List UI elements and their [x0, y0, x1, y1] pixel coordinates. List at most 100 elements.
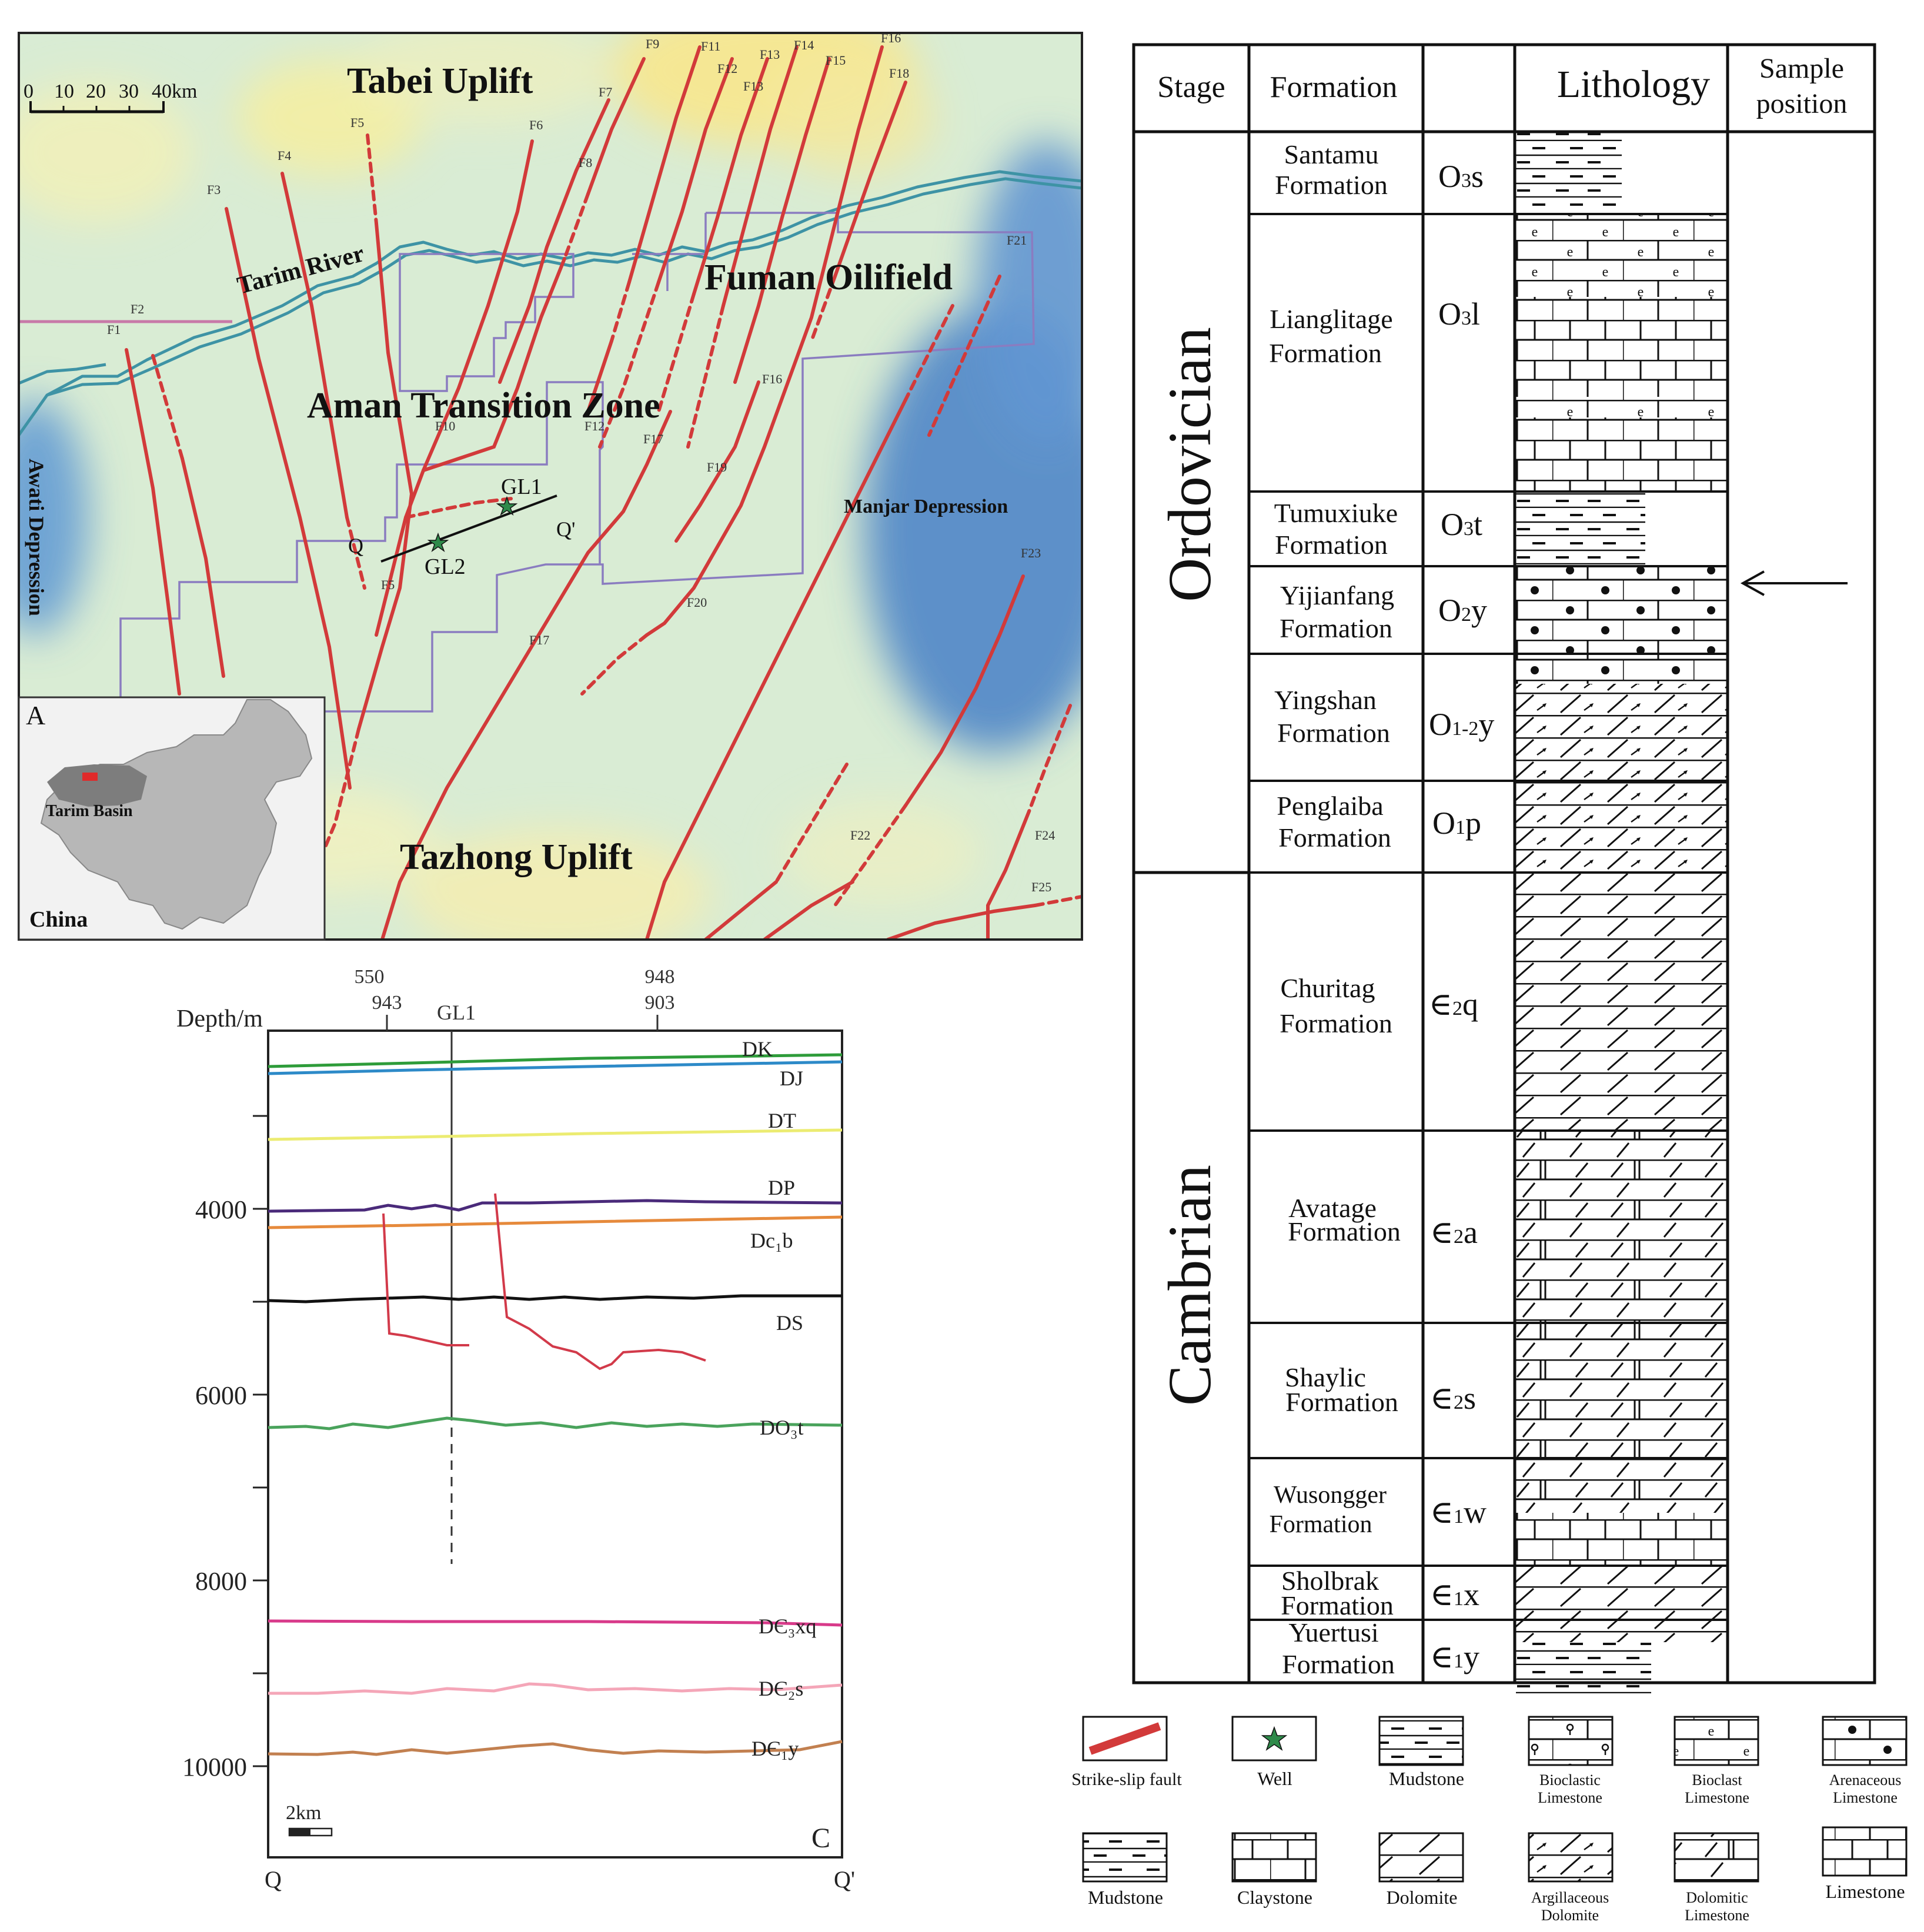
fault-label-f11: F11 — [701, 39, 720, 54]
fault-label-f12-south: F12 — [584, 419, 604, 433]
horizon-label-dc1y: DЄ₁y — [751, 1737, 799, 1760]
formation-row: Lianglitage Formation O3l — [1269, 296, 1480, 368]
formation-code: O2y — [1438, 593, 1487, 628]
legend-dolomitic-limestone: Dolomitic Limestone — [1674, 1832, 1759, 1924]
formation-suffix: Formation — [1282, 1649, 1395, 1679]
label-aman-transition-zone: Aman Transition Zone — [307, 386, 660, 426]
fault-f25b — [1033, 895, 1082, 907]
depth-tick-4000: 4000 — [195, 1195, 247, 1224]
formation-row: Sholbrak Formation ∈1x — [1281, 1566, 1479, 1620]
formation-row: Santamu Formation O3s — [1275, 139, 1484, 200]
fault-label-f13: F13 — [760, 47, 780, 62]
fault-label-f25: F25 — [1031, 880, 1051, 894]
legend-claystone: Claystone — [1231, 1832, 1317, 1908]
formation-code: ∈2a — [1430, 1215, 1478, 1250]
fault-label-f7: F7 — [599, 85, 612, 99]
fault-f16 — [645, 45, 884, 637]
fault-f4b — [345, 516, 366, 590]
formation-row: Shaylic Formation ∈2s — [1285, 1362, 1476, 1417]
fault-f16b — [580, 633, 649, 696]
formation-suffix: Formation — [1270, 1511, 1372, 1538]
section-depth-label: Depth/m — [176, 1005, 263, 1032]
legend-label-mudstone-a: Mudstone — [1389, 1768, 1464, 1789]
legend-bioclastic-limestone: Bioclastic Limestone — [1528, 1716, 1614, 1806]
legend-label-claystone: Claystone — [1237, 1887, 1312, 1908]
horizon-dc1y — [268, 1740, 843, 1756]
section-top-943: 943 — [372, 992, 402, 1014]
fault-f12b — [598, 280, 660, 449]
label-well-gl2: GL2 — [425, 554, 466, 579]
horizon-label-ds: DS — [776, 1311, 803, 1335]
fault-f23b — [833, 804, 907, 907]
fault-f22 — [704, 880, 778, 940]
formation-row: Penglaiba Formation O1p — [1277, 791, 1481, 853]
horizon-label-dc2s: DЄ₂s — [759, 1677, 803, 1700]
formation-name: Tumuxiuke — [1274, 498, 1398, 528]
formation-row: Yuertusi Formation ∈1y — [1282, 1617, 1479, 1679]
formation-code: ∈1x — [1430, 1577, 1479, 1612]
legend-label-limestone: Limestone — [1825, 1881, 1905, 1902]
fault-f25 — [886, 904, 1037, 940]
horizon-label-dc1b: Dc₁b — [750, 1229, 793, 1252]
fault-f14 — [722, 45, 799, 307]
depth-tick-8000: 8000 — [195, 1567, 247, 1596]
study-area-marker — [82, 773, 98, 781]
fault-f24 — [1027, 704, 1072, 813]
legend-label-strike-slip: Strike-slip fault — [1071, 1770, 1182, 1789]
fault-label-f2: F2 — [131, 302, 144, 316]
label-tabei-uplift: Tabei Uplift — [347, 61, 533, 101]
fault-f4 — [280, 172, 349, 519]
label-tarim-basin: Tarim Basin — [46, 802, 133, 820]
header-stage: Stage — [1157, 71, 1225, 104]
fault-f2 — [151, 354, 184, 460]
horizon-dk — [268, 1053, 843, 1068]
formation-name: Wusongger — [1274, 1482, 1387, 1509]
horizon-ds — [268, 1294, 842, 1303]
legend-mudstone-b: Mudstone — [1082, 1832, 1168, 1908]
fault-f5 — [357, 222, 414, 731]
legend-label-bioclastic-2: Limestone — [1538, 1789, 1602, 1806]
legend-label-argillaceous-2: Dolomite — [1541, 1907, 1599, 1924]
lith-lianglitage-bio — [1516, 397, 1726, 417]
horizon-label-dk: DK — [742, 1037, 773, 1061]
section-faults — [382, 1193, 706, 1371]
fault-label-f13-south: F13 — [743, 79, 763, 93]
legend-limestone: Limestone — [1822, 1826, 1908, 1902]
section-top-903: 903 — [645, 992, 675, 1014]
scale-tick-30: 30 — [119, 81, 139, 102]
fault-f8 — [563, 192, 590, 260]
legend-label-dolomitic-2: Limestone — [1685, 1907, 1749, 1924]
formation-suffix: Formation — [1278, 823, 1391, 853]
formation-code: O3t — [1441, 507, 1482, 542]
lithology-column — [1516, 132, 1726, 1695]
label-awati-depression: Awati Depression — [25, 459, 48, 616]
legend-label-arenaceous-2: Limestone — [1833, 1789, 1898, 1806]
fault-label-f21: F21 — [1007, 233, 1027, 248]
stage-cambrian: Cambrian — [1156, 1165, 1224, 1406]
legend-label-argillaceous-1: Argillaceous — [1531, 1889, 1609, 1906]
fault-label-f23: F23 — [1021, 546, 1041, 560]
sample-position-arrow — [1740, 570, 1848, 596]
fault-label-f15: F15 — [826, 53, 846, 68]
label-section-q-prime: Q' — [556, 517, 575, 541]
horizon-label-dc3xq: DЄ₃xq — [759, 1615, 816, 1638]
fault-f20 — [645, 398, 907, 940]
legend-label-bioclast-2: Limestone — [1685, 1789, 1749, 1806]
label-well-gl1: GL1 — [501, 474, 542, 499]
scale-tick-20: 20 — [86, 81, 106, 102]
fault-f3 — [225, 207, 352, 790]
horizon-dc1b — [268, 1215, 843, 1229]
horizon-do3t — [268, 1416, 843, 1430]
formation-code: ∈1y — [1430, 1639, 1479, 1674]
formation-dividers — [1249, 213, 1726, 1621]
fault-label-f16: F16 — [881, 31, 901, 45]
legend-label-well: Well — [1257, 1768, 1292, 1789]
fault-f18b — [810, 275, 837, 343]
fault-label-f12: F12 — [717, 61, 737, 76]
section-top-550: 550 — [355, 966, 385, 988]
fault-f19 — [674, 380, 760, 543]
horizon-label-dt: DT — [768, 1109, 796, 1132]
fault-f18 — [833, 81, 907, 278]
fault-f7 — [498, 98, 610, 384]
formation-code: ∈2q — [1429, 987, 1478, 1022]
